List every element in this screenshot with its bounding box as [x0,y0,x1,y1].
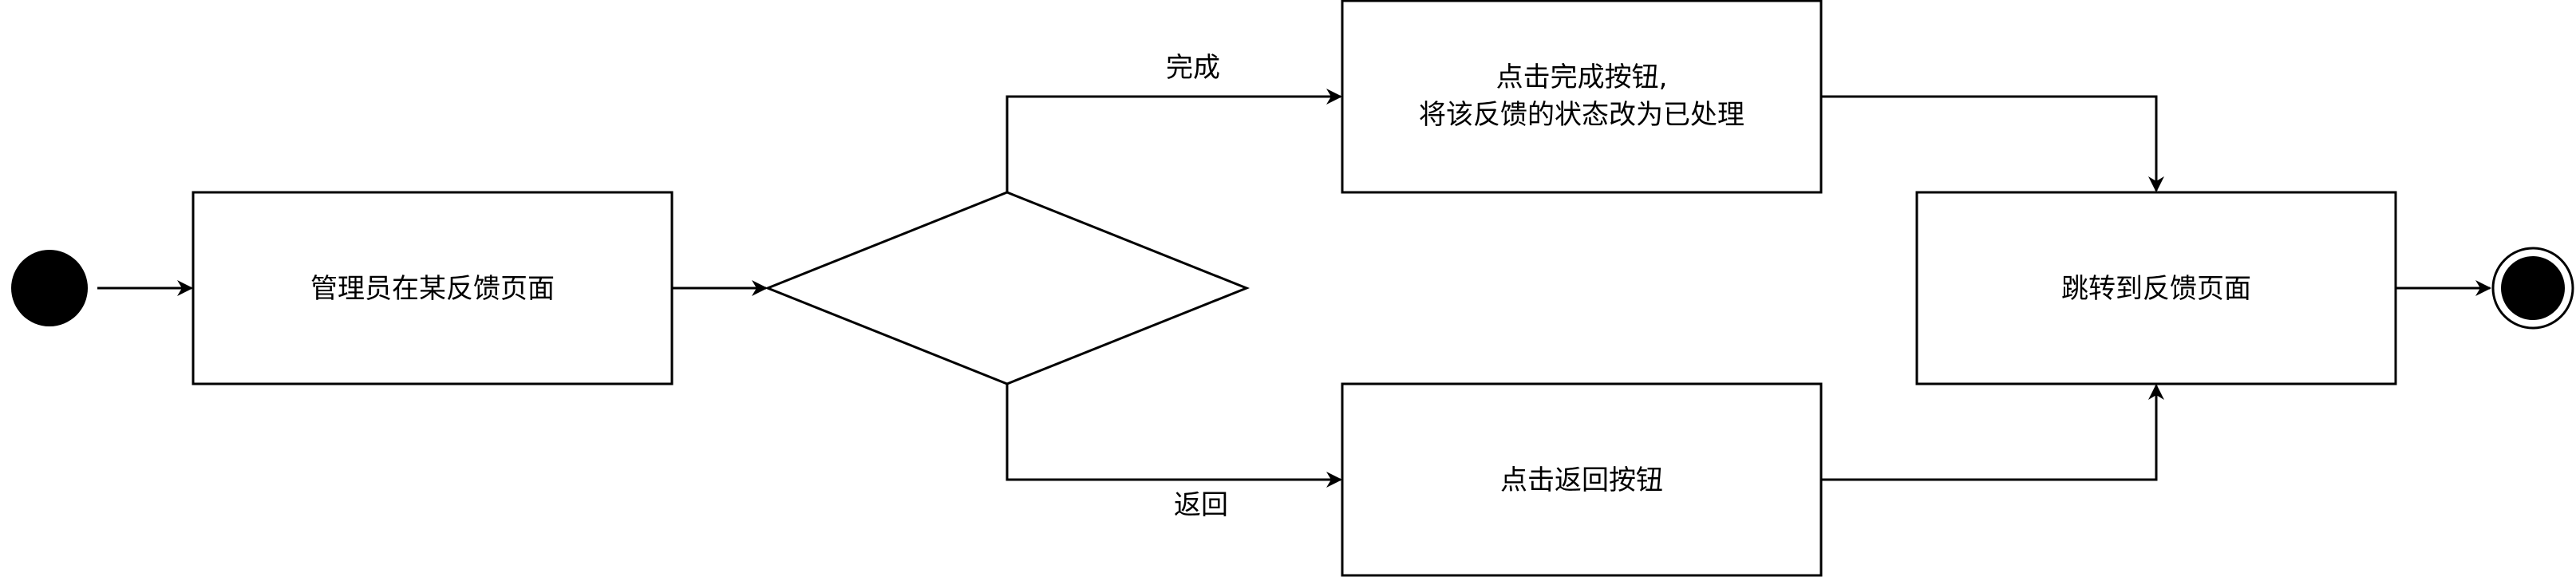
node-admin-on-feedback-page-label: 管理员在某反馈页面 [310,273,555,305]
edge-done [1006,89,1342,192]
start-node [11,250,88,326]
node-admin-on-feedback-page [192,191,674,385]
node-jump-to-feedback-page [1915,191,2397,385]
decision-diamond [764,191,1250,385]
node-jump-to-feedback-page-label: 跳转到反馈页面 [2061,273,2251,305]
edge-back-to-jump [1821,384,2164,481]
end-node [2491,247,2574,330]
node-click-back [1341,382,1823,577]
edge-done-label: 完成 [1166,52,1220,84]
edge-done-to-jump [1821,95,2164,192]
edge-back [1006,384,1342,488]
node-click-done [1341,0,1823,194]
node-click-done-label-line1: 点击完成按钮, [1496,61,1668,93]
node-click-back-label: 点击返回按钮 [1500,464,1663,496]
node-click-done-label-line2: 将该反馈的状态改为已处理 [1419,99,1744,131]
edge-back-label: 返回 [1174,489,1228,521]
